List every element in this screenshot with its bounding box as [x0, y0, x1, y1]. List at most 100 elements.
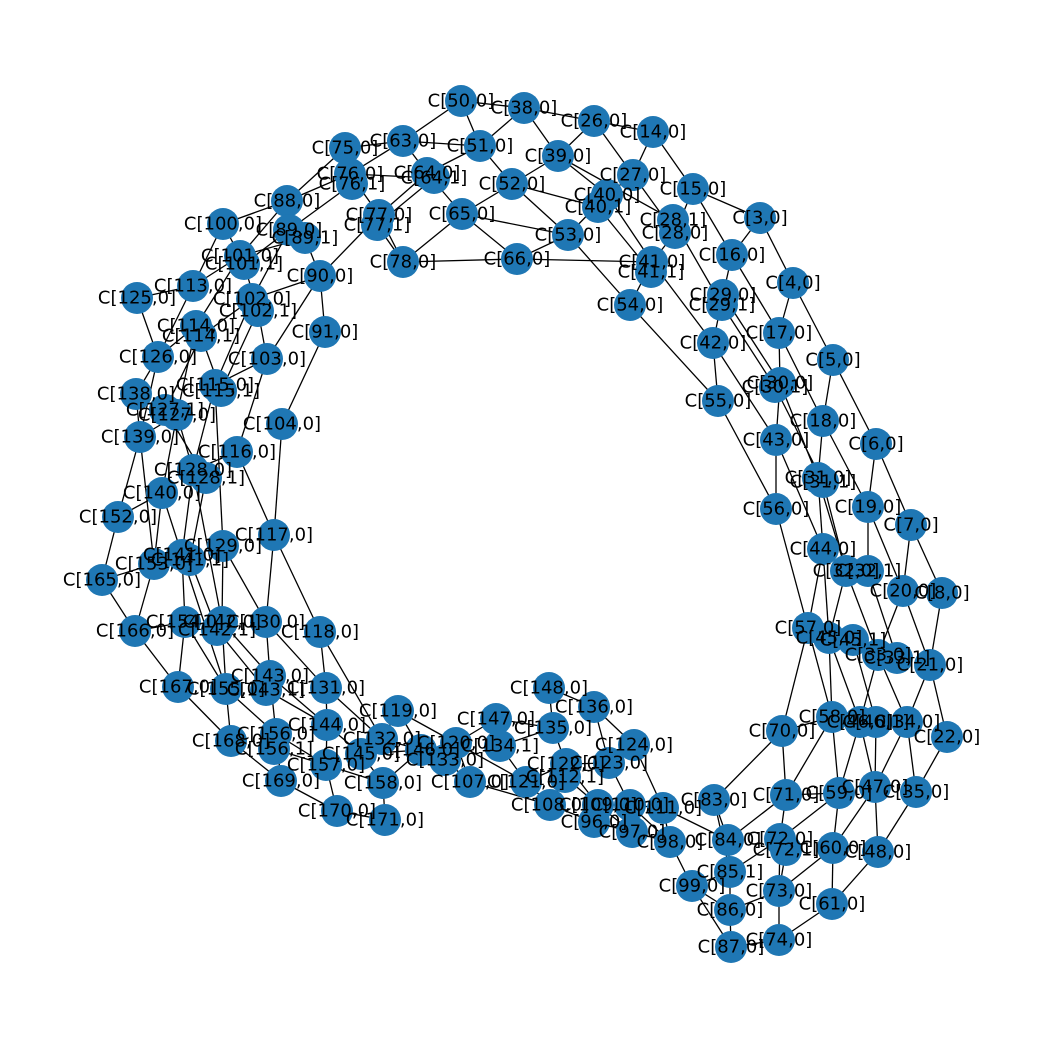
node-n113 [177, 270, 209, 302]
node-label-n169: C[169,0] [242, 771, 320, 792]
node-n147 [480, 703, 512, 735]
node-n66 [501, 243, 533, 275]
edge-n65-n53 [461, 213, 569, 236]
node-n157 [310, 749, 342, 781]
node-n45 [813, 622, 845, 654]
node-n169 [265, 765, 297, 797]
node-label-n144: C[144,0] [288, 715, 366, 736]
edge-n104-n117 [273, 423, 283, 536]
node-label-n142: C[142,0] [183, 612, 261, 633]
node-label-n101b: C[101,1] [205, 254, 283, 275]
node-label-n126: C[126,0] [119, 347, 197, 368]
node-n103 [251, 343, 283, 375]
node-n46b [860, 706, 892, 738]
node-n4 [777, 267, 809, 299]
node-n7 [895, 509, 927, 541]
node-n119 [382, 695, 414, 727]
node-label-n130: C[130,0] [227, 612, 305, 633]
node-n18 [807, 405, 839, 437]
node-n59 [823, 777, 855, 809]
node-n56 [760, 493, 792, 525]
node-n21 [914, 649, 946, 681]
node-n31b [807, 466, 839, 498]
edge-n54-n55 [629, 304, 719, 402]
node-label-n41b: C[41,1] [618, 262, 685, 283]
node-label-n145: C[145,0] [322, 744, 400, 765]
node-label-n39: C[39,0] [525, 146, 592, 167]
node-n144 [311, 709, 343, 741]
node-n28 [659, 217, 691, 249]
node-label-n147: C[147,0] [457, 709, 535, 730]
node-n139 [124, 421, 156, 453]
node-n50 [445, 85, 477, 117]
node-label-n77: C[77,0] [346, 205, 413, 226]
node-n19 [852, 491, 884, 523]
node-n86 [714, 894, 746, 926]
node-n129 [207, 530, 239, 562]
node-label-n122: C[122,0] [527, 754, 605, 775]
node-label-n112: C[112,1] [526, 767, 604, 788]
node-label-n32: C[32,0] [813, 561, 880, 582]
node-label-n77b: C[77,1] [344, 215, 411, 236]
node-n98 [654, 826, 686, 858]
node-n51 [464, 130, 496, 162]
node-n53 [552, 219, 584, 251]
node-label-n51: C[51,0] [447, 136, 514, 157]
node-label-n72b: C[72,1] [753, 840, 820, 861]
node-label-n38: C[38,0] [491, 98, 558, 119]
node-label-n101: C[101,0] [201, 246, 279, 267]
node-label-n148: C[148,0] [510, 678, 588, 699]
node-label-n99: C[99,0] [659, 876, 726, 897]
edge-n55-n56 [717, 400, 777, 510]
node-label-n111: C[111,0] [624, 798, 702, 819]
node-label-n115: C[115,0] [176, 375, 254, 396]
node-label-n123: C[123,0] [570, 753, 648, 774]
node-n26 [578, 105, 610, 137]
node-label-n146: C[146,0] [382, 740, 460, 761]
node-label-n132: C[132,0] [343, 729, 421, 750]
node-n107 [454, 766, 486, 798]
node-label-n121: C[121,0] [487, 772, 565, 793]
node-label-n90: C[90,0] [287, 266, 354, 287]
node-label-n73: C[73,0] [746, 881, 813, 902]
node-label-n117: C[117,0] [235, 525, 313, 546]
node-label-n89: C[89,0] [256, 220, 323, 241]
node-n38 [508, 92, 540, 124]
node-label-n143: C[143,0] [231, 666, 309, 687]
node-n8 [926, 577, 958, 609]
edge-n56-n57 [775, 508, 809, 629]
node-n75 [329, 132, 361, 164]
node-label-n156b: C[156,1] [235, 739, 313, 760]
node-n88 [271, 185, 303, 217]
node-n125 [121, 282, 153, 314]
node-label-n70: C[70,0] [749, 721, 816, 742]
node-n96 [578, 806, 610, 838]
node-label-n55: C[55,0] [685, 391, 752, 412]
node-n41b [635, 256, 667, 288]
node-label-n65: C[65,0] [429, 204, 496, 225]
node-label-n107: C[107,0] [431, 772, 509, 793]
edge-n91-n104 [281, 331, 326, 425]
node-label-n33: C[33,0] [845, 645, 912, 666]
node-n32 [830, 555, 862, 587]
node-label-n114: C[114,0] [157, 316, 235, 337]
node-n165 [86, 564, 118, 596]
node-n78 [387, 246, 419, 278]
node-n145 [345, 738, 377, 770]
node-label-n156: C[156,0] [237, 724, 315, 745]
node-label-n165: C[165,0] [63, 570, 141, 591]
node-n99 [676, 870, 708, 902]
node-label-n153: C[153,0] [115, 554, 193, 575]
edge-n70-n83 [713, 730, 783, 801]
node-n29b [706, 289, 738, 321]
node-label-n30: C[30,0] [747, 373, 814, 394]
node-n84 [712, 824, 744, 856]
node-n136 [578, 691, 610, 723]
node-label-n40b: C[40,1] [565, 197, 632, 218]
node-label-n3: C[3,0] [732, 208, 787, 229]
node-label-n8: C[8,0] [914, 583, 969, 604]
node-label-n141: C[141,0] [143, 545, 221, 566]
node-n90 [304, 260, 336, 292]
node-label-n58: C[58,0] [799, 707, 866, 728]
node-label-n14: C[14,0] [620, 122, 687, 143]
